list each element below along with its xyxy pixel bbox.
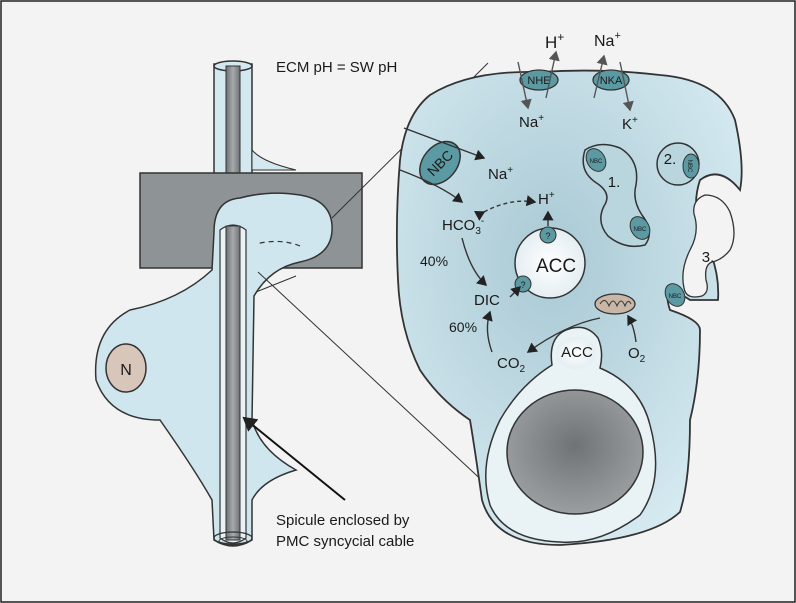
spicule-pointer-arrow <box>242 416 346 501</box>
invagination-3 <box>682 194 735 298</box>
nka-transporter: NKA <box>592 69 630 91</box>
na-nbc-label: Na+ <box>488 165 513 183</box>
nbc-transporter-v1-top: NBC <box>585 148 607 172</box>
h-in-label: H+ <box>538 190 555 208</box>
pmc-cable-body <box>94 192 333 547</box>
acc-label-neck: ACC <box>561 344 593 361</box>
spicule-caption-line2: PMC syncycial cable <box>276 533 414 550</box>
upper-cable-segment <box>213 60 297 183</box>
na-in-label: Na+ <box>519 113 544 131</box>
ecm-ph-label: ECM pH = SW pH <box>276 59 397 76</box>
acc-label-vesicle: ACC <box>536 256 576 277</box>
k-in-label: K+ <box>622 115 638 133</box>
percent-60-label: 60% <box>449 319 477 335</box>
hco3-label: HCO3- <box>442 216 484 237</box>
svg-text:NBC: NBC <box>669 294 682 300</box>
mitochondrion <box>594 293 636 315</box>
h-out-label: H+ <box>545 30 564 52</box>
nbc-transporter-membrane: NBC <box>419 140 461 186</box>
nka-label: NKA <box>600 75 623 87</box>
na-out-label: Na+ <box>594 30 621 50</box>
spicule-rod <box>225 225 241 541</box>
svg-text:?: ? <box>520 280 525 290</box>
spicule-caption-line1: Spicule enclosed by <box>276 512 410 529</box>
svg-text:?: ? <box>545 231 550 241</box>
spicule-cross-section <box>506 389 644 515</box>
svg-text:NBC: NBC <box>590 159 603 165</box>
vesicle-1-label: 1. <box>608 174 621 191</box>
nbc-transporter-v2: NBC <box>682 153 700 179</box>
co2-label: CO2 <box>497 355 526 375</box>
percent-40-label: 40% <box>420 253 448 269</box>
question-transporter-top: ? <box>539 226 557 244</box>
nbc-transporter-invagination: NBC <box>664 283 686 307</box>
nhe-label: NHE <box>527 75 550 87</box>
nbc-transporter-v1-bottom: NBC <box>629 216 651 240</box>
svg-text:NBC: NBC <box>686 160 692 173</box>
vesicle-2-label: 2. <box>664 151 677 168</box>
dic-label: DIC <box>474 292 500 309</box>
cut-edge <box>255 240 301 247</box>
o2-label: O2 <box>628 345 646 365</box>
nucleus <box>105 343 147 393</box>
invagination-3-label: 3. <box>702 249 715 266</box>
zoomed-cell <box>395 69 743 546</box>
svg-text:NBC: NBC <box>634 227 647 233</box>
nhe-transporter: NHE <box>519 69 559 91</box>
nucleus-label: N <box>120 362 132 379</box>
